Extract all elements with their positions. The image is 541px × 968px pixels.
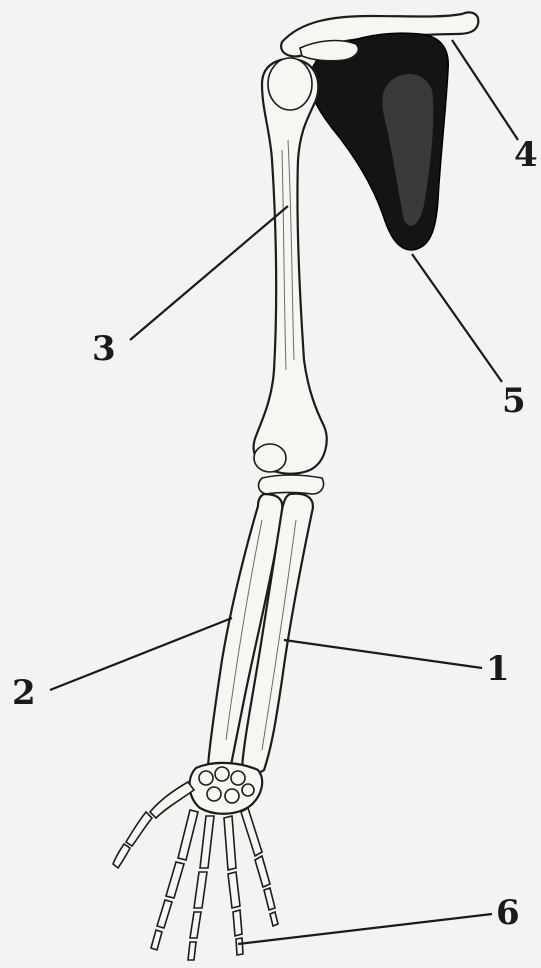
label-4: 4 [514, 135, 538, 175]
label-5: 5 [502, 381, 526, 421]
leader-line-2 [50, 618, 232, 690]
label-1: 1 [486, 649, 510, 689]
leader-line-1 [284, 640, 482, 668]
finger-bones [151, 808, 278, 960]
humerus-head [268, 58, 312, 110]
leader-line-4 [452, 40, 518, 140]
label-2: 2 [12, 673, 36, 713]
label-3: 3 [92, 329, 116, 369]
label-6: 6 [496, 893, 520, 933]
leader-line-5 [412, 254, 502, 382]
leader-line-3 [130, 206, 288, 340]
humerus-condyle [254, 444, 286, 472]
humerus [254, 59, 327, 474]
